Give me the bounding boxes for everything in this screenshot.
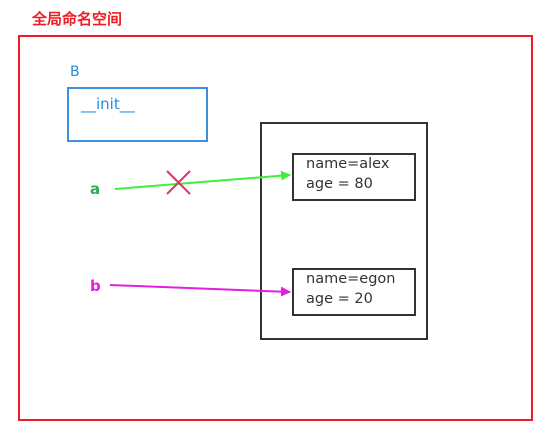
global-namespace-title: 全局命名空间	[32, 10, 123, 28]
instances-container	[260, 122, 428, 340]
object-alex-name: name=alex	[306, 156, 390, 172]
class-b-init-attribute: __init__	[81, 95, 135, 113]
class-b-box: __init__	[67, 87, 208, 142]
class-b-label: B	[70, 64, 80, 80]
cross-mark-icon	[166, 170, 191, 195]
object-egon-age: age = 20	[306, 291, 373, 307]
object-alex-age: age = 80	[306, 176, 373, 192]
object-egon: name=egon age = 20	[292, 268, 416, 316]
global-namespace-frame	[18, 35, 533, 421]
variable-b-label: b	[90, 277, 101, 295]
variable-a-label: a	[90, 180, 101, 198]
arrow-a-to-alex	[114, 170, 291, 190]
object-alex: name=alex age = 80	[292, 153, 416, 201]
arrow-b-to-egon	[109, 284, 291, 297]
object-egon-name: name=egon	[306, 271, 396, 287]
